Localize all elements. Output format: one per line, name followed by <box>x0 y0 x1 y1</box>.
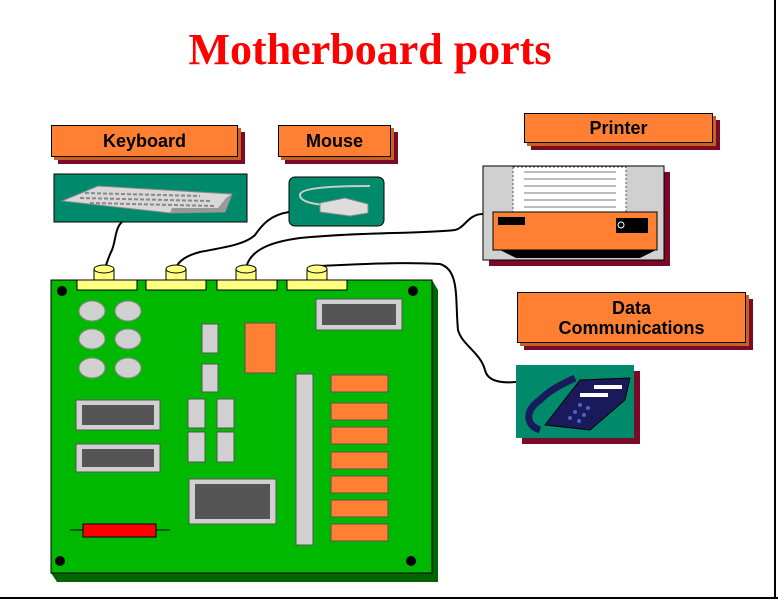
cables <box>103 211 517 384</box>
mouse-label: Mouse <box>278 125 391 157</box>
data-comm-cable <box>319 262 517 384</box>
printer-cable <box>245 213 484 269</box>
port-connectors <box>76 264 348 291</box>
data-communications-line1: Data <box>611 297 651 318</box>
keyboard-cable <box>103 221 123 273</box>
keyboard-icon <box>53 173 248 223</box>
mouse-icon <box>288 176 385 227</box>
screw-holes <box>55 286 418 566</box>
data-communications-line2: Communications <box>558 317 705 338</box>
keyboard-label: Keyboard <box>51 125 238 157</box>
telephone-icon <box>516 365 640 444</box>
data-communications-label: Data Communications <box>517 292 746 343</box>
motherboard <box>50 264 438 582</box>
mouse-cable <box>175 211 290 269</box>
printer-icon <box>482 165 670 266</box>
page-title: Motherboard ports <box>188 25 552 74</box>
printer-label: Printer <box>524 113 713 143</box>
